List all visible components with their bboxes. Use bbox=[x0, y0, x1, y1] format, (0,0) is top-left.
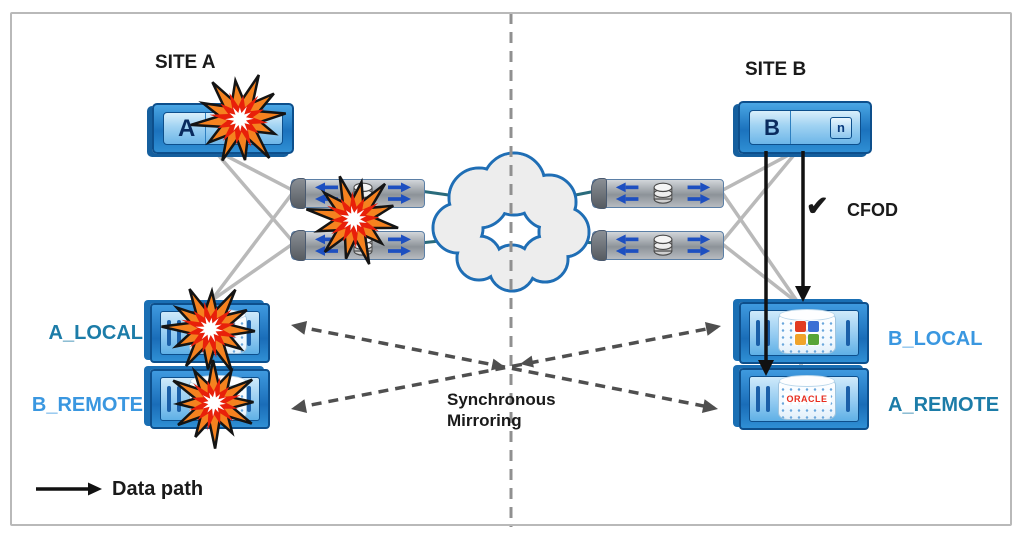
storage-tick bbox=[766, 319, 770, 347]
switch-cap bbox=[290, 230, 306, 261]
data-path-legend-label: Data path bbox=[112, 478, 204, 500]
switch-ports-icon bbox=[615, 182, 711, 204]
server-a-segment-divider bbox=[248, 113, 282, 144]
server-a-letter: A bbox=[178, 114, 196, 142]
netapp-logo-icon: n bbox=[830, 116, 852, 139]
fabric-line bbox=[719, 190, 801, 305]
storage-tick bbox=[756, 385, 760, 413]
fabric-line bbox=[211, 147, 296, 245]
sync-mirroring-label: Synchronous Mirroring bbox=[447, 389, 556, 431]
server-b-panel: B n bbox=[749, 110, 861, 145]
site-b-title: SITE B bbox=[745, 59, 807, 80]
oracle-logo-icon: ORACLE bbox=[783, 393, 831, 405]
switch-cap bbox=[591, 178, 607, 209]
fc-switch-a1 bbox=[290, 178, 425, 209]
fc-switch-b2 bbox=[591, 230, 724, 261]
arrowhead bbox=[704, 321, 721, 336]
storage-tick bbox=[756, 319, 760, 347]
fabric-line bbox=[209, 189, 296, 303]
storage-b-remote-panel bbox=[160, 375, 260, 421]
storage-tick bbox=[177, 386, 181, 412]
fc-switch-b1 bbox=[591, 178, 724, 209]
sync-mirroring-line1: Synchronous bbox=[447, 390, 556, 409]
fabric-line bbox=[720, 148, 799, 193]
switch-ports-icon bbox=[315, 182, 411, 204]
arrowhead bbox=[291, 399, 308, 414]
cfod-label: CFOD bbox=[847, 200, 898, 220]
storage-a-remote: ORACLE bbox=[739, 368, 869, 430]
office-logo-icon bbox=[795, 321, 819, 345]
fabric-line bbox=[719, 148, 800, 245]
arrowhead bbox=[491, 358, 505, 371]
disk-icon: ORACLE bbox=[778, 375, 836, 420]
arrowhead bbox=[520, 355, 534, 368]
diagram-frame bbox=[10, 12, 1012, 526]
mirror-arrow-b bbox=[294, 325, 718, 410]
wan-cloud-icon bbox=[431, 151, 591, 293]
server-a-panel: A bbox=[163, 112, 283, 145]
storage-a-local bbox=[150, 303, 270, 363]
server-b-letter: B bbox=[764, 114, 780, 140]
fabric-line bbox=[719, 241, 801, 306]
label-b-remote: B_REMOTE bbox=[31, 394, 143, 416]
disk-icon bbox=[778, 309, 836, 354]
arrowhead bbox=[291, 321, 308, 335]
label-a-local: A_LOCAL bbox=[48, 322, 143, 344]
site-a-title: SITE A bbox=[155, 52, 216, 73]
server-a: A bbox=[152, 103, 294, 154]
disk-icon bbox=[189, 375, 247, 420]
fc-switch-a2 bbox=[290, 230, 425, 261]
switch-ports-icon bbox=[315, 234, 411, 256]
server-b-segment-divider bbox=[789, 111, 824, 144]
storage-tick bbox=[167, 320, 171, 346]
storage-tick bbox=[846, 319, 850, 347]
storage-a-remote-panel: ORACLE bbox=[749, 375, 859, 422]
label-b-local: B_LOCAL bbox=[888, 328, 983, 350]
storage-tick bbox=[177, 320, 181, 346]
label-a-remote: A_REMOTE bbox=[888, 394, 1000, 416]
storage-tick bbox=[247, 320, 251, 346]
storage-b-local-panel bbox=[749, 309, 859, 356]
storage-a-local-panel bbox=[160, 309, 260, 355]
switch-ports-icon bbox=[615, 234, 711, 256]
storage-tick bbox=[846, 385, 850, 413]
storage-tick bbox=[766, 385, 770, 413]
switch-cap bbox=[591, 230, 607, 261]
disk-icon bbox=[189, 309, 247, 354]
server-b: B n bbox=[738, 101, 872, 154]
sync-mirroring-line2: Mirroring bbox=[447, 411, 522, 430]
storage-b-remote bbox=[150, 369, 270, 429]
arrowhead bbox=[701, 399, 718, 413]
switch-cap bbox=[290, 178, 306, 209]
checkmark-icon: ✔ bbox=[806, 191, 829, 221]
storage-tick bbox=[247, 386, 251, 412]
storage-tick bbox=[167, 386, 171, 412]
server-a-segment-divider bbox=[205, 113, 238, 144]
storage-b-local bbox=[739, 302, 869, 364]
